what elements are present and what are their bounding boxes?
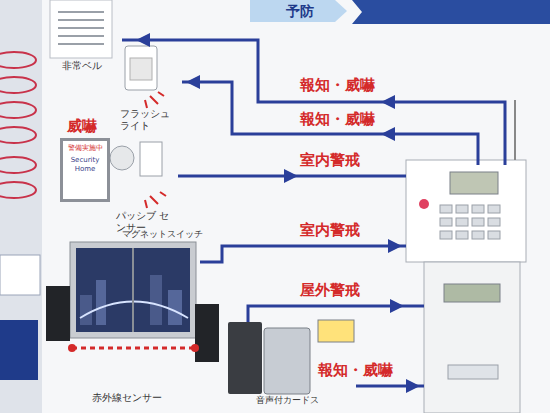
- device-caption: フラッシュ ライト: [120, 108, 178, 132]
- arrow-label: 室内警戒: [298, 221, 362, 239]
- arrow-head: [381, 95, 395, 109]
- device-caption: 音声付カードス: [256, 395, 340, 406]
- arrow-label: 報知・威嚇: [298, 110, 377, 128]
- caption-text: マグネットスイッチ: [122, 229, 218, 240]
- device-caption: 赤外線センサー: [92, 392, 182, 404]
- security-sign: 威嚇警備実施中Security Home: [60, 138, 110, 202]
- caption-text: 赤外線センサー: [92, 392, 182, 404]
- arrow-label: 屋外警戒: [298, 281, 362, 299]
- arrow-line: [122, 40, 505, 165]
- caption-text: フラッシュ ライト: [120, 108, 178, 132]
- arrow-line: [200, 246, 406, 262]
- device-caption: 非常ベル: [62, 60, 122, 72]
- arrow-label: 報知・威嚇: [316, 361, 395, 379]
- arrow-head: [388, 239, 402, 253]
- arrow-head: [284, 169, 298, 183]
- arrow-head: [381, 127, 395, 141]
- arrow-label: 報知・威嚇: [298, 76, 377, 94]
- arrow-head: [136, 33, 150, 47]
- arrow-head: [406, 379, 420, 393]
- caption-text: 音声付カードス: [256, 395, 340, 406]
- banner-label: 予防: [284, 3, 316, 20]
- sign-text: 警備実施中: [65, 144, 105, 152]
- arrow-head: [390, 299, 404, 313]
- caption-text: 非常ベル: [62, 60, 122, 72]
- arrow-head: [186, 75, 200, 89]
- arrow-label: 室内警戒: [298, 151, 362, 169]
- sign-heading: 威嚇: [67, 117, 97, 135]
- device-caption: マグネットスイッチ: [122, 229, 218, 240]
- sign-text: Security Home: [65, 156, 105, 173]
